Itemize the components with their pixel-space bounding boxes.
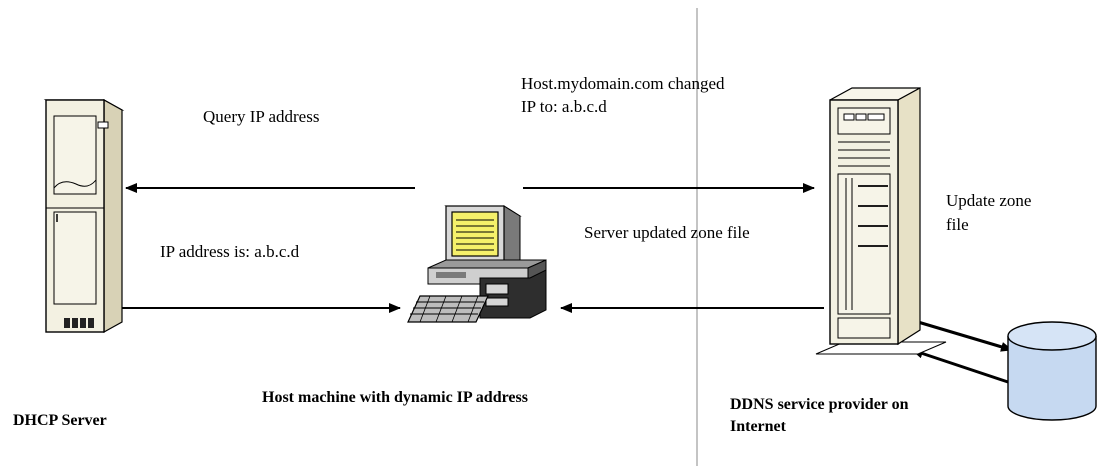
- label-host-changed-line1: Host.mydomain.com changed: [521, 74, 725, 93]
- database-icon: [1007, 321, 1097, 421]
- label-dhcp-server: DHCP Server: [13, 412, 107, 429]
- dhcp-server-icon: [43, 98, 125, 334]
- label-ddns-line1: DDNS service provider on: [730, 396, 909, 413]
- label-host-changed-line2: IP to: a.b.c.d: [521, 97, 607, 116]
- label-host-machine: Host machine with dynamic IP address: [262, 389, 528, 406]
- label-update-zone-line2: file: [946, 215, 969, 234]
- label-update-zone-line1: Update zone: [946, 191, 1032, 210]
- label-ddns-line2: Internet: [730, 418, 786, 435]
- label-query-ip: Query IP address: [203, 107, 320, 126]
- label-server-updated: Server updated zone file: [584, 223, 750, 242]
- host-machine-icon: [407, 205, 547, 323]
- label-ip-is: IP address is: a.b.c.d: [160, 242, 300, 261]
- arrow-to-database: [917, 320, 1013, 352]
- arrow-from-database: [911, 348, 1009, 384]
- ddns-server-icon: [815, 86, 947, 355]
